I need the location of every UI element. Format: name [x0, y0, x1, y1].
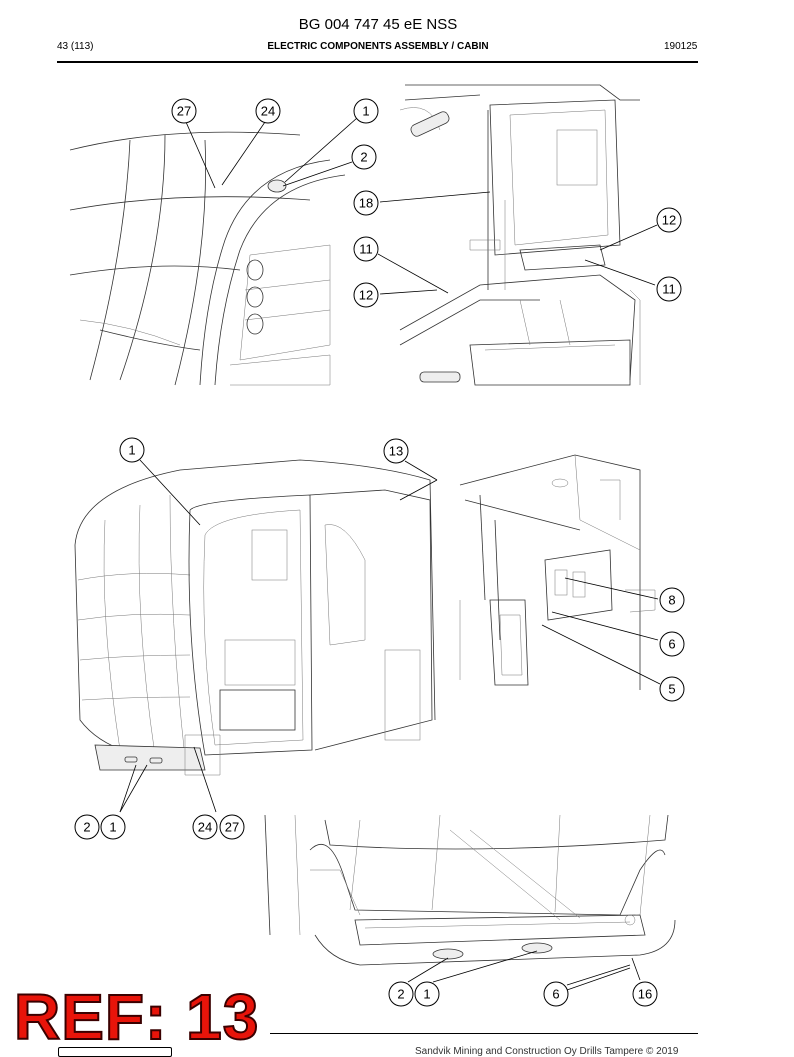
callout-27: 27	[219, 814, 245, 840]
callout-6: 6	[543, 981, 569, 1007]
callout-2: 2	[351, 144, 377, 170]
figure-cabin-roof-detail	[69, 131, 346, 386]
callout-1: 1	[414, 981, 440, 1007]
figure-cabin-interior-box	[399, 84, 641, 386]
document-code-title: BG 004 747 45 eE NSS	[298, 16, 458, 33]
leader-lines	[119, 117, 661, 991]
callout-12: 12	[353, 282, 379, 308]
svg-text:6: 6	[552, 987, 559, 1002]
svg-text:1: 1	[128, 443, 135, 458]
callout-24: 24	[192, 814, 218, 840]
svg-text:2: 2	[397, 987, 404, 1002]
callout-12: 12	[656, 207, 682, 233]
svg-text:6: 6	[668, 637, 675, 652]
svg-text:8: 8	[668, 593, 675, 608]
svg-text:24: 24	[198, 820, 212, 835]
svg-text:11: 11	[359, 242, 373, 257]
footer-copyright: Sandvik Mining and Construction Oy Drill…	[415, 1046, 679, 1057]
callout-2: 2	[74, 814, 100, 840]
figure-rear-panel-detail	[459, 454, 656, 690]
svg-text:11: 11	[662, 282, 676, 297]
date-code: 190125	[664, 41, 698, 52]
svg-text:1: 1	[362, 104, 369, 119]
header-rule	[57, 61, 698, 63]
svg-text:27: 27	[177, 104, 191, 119]
svg-text:5: 5	[668, 682, 675, 697]
svg-text:24: 24	[261, 104, 275, 119]
svg-text:16: 16	[638, 987, 652, 1002]
figure-cabin-base-detail	[264, 814, 676, 966]
callout-11: 11	[353, 236, 379, 262]
svg-text:12: 12	[662, 213, 676, 228]
svg-text:12: 12	[359, 288, 373, 303]
callout-27: 27	[171, 98, 197, 124]
svg-text:1: 1	[109, 820, 116, 835]
svg-text:13: 13	[389, 444, 403, 459]
svg-text:2: 2	[83, 820, 90, 835]
callout-1: 1	[100, 814, 126, 840]
ref-overlay-label: REF: 13	[13, 980, 260, 1054]
callout-11: 11	[656, 276, 682, 302]
callout-6: 6	[659, 631, 685, 657]
callout-13: 13	[383, 438, 409, 464]
callout-1: 1	[119, 437, 145, 463]
callout-5: 5	[659, 676, 685, 702]
callout-16: 16	[632, 981, 658, 1007]
figure-cabin-isometric	[74, 459, 436, 776]
callout-1: 1	[353, 98, 379, 124]
section-title: ELECTRIC COMPONENTS ASSEMBLY / CABIN	[267, 41, 489, 52]
page-number: 43 (113)	[57, 41, 94, 52]
callout-8: 8	[659, 587, 685, 613]
callout-24: 24	[255, 98, 281, 124]
footer-rule	[270, 1033, 698, 1034]
svg-text:18: 18	[359, 196, 373, 211]
svg-text:27: 27	[225, 820, 239, 835]
callout-2: 2	[388, 981, 414, 1007]
svg-text:1: 1	[423, 987, 430, 1002]
svg-text:2: 2	[360, 150, 367, 165]
callout-18: 18	[353, 190, 379, 216]
